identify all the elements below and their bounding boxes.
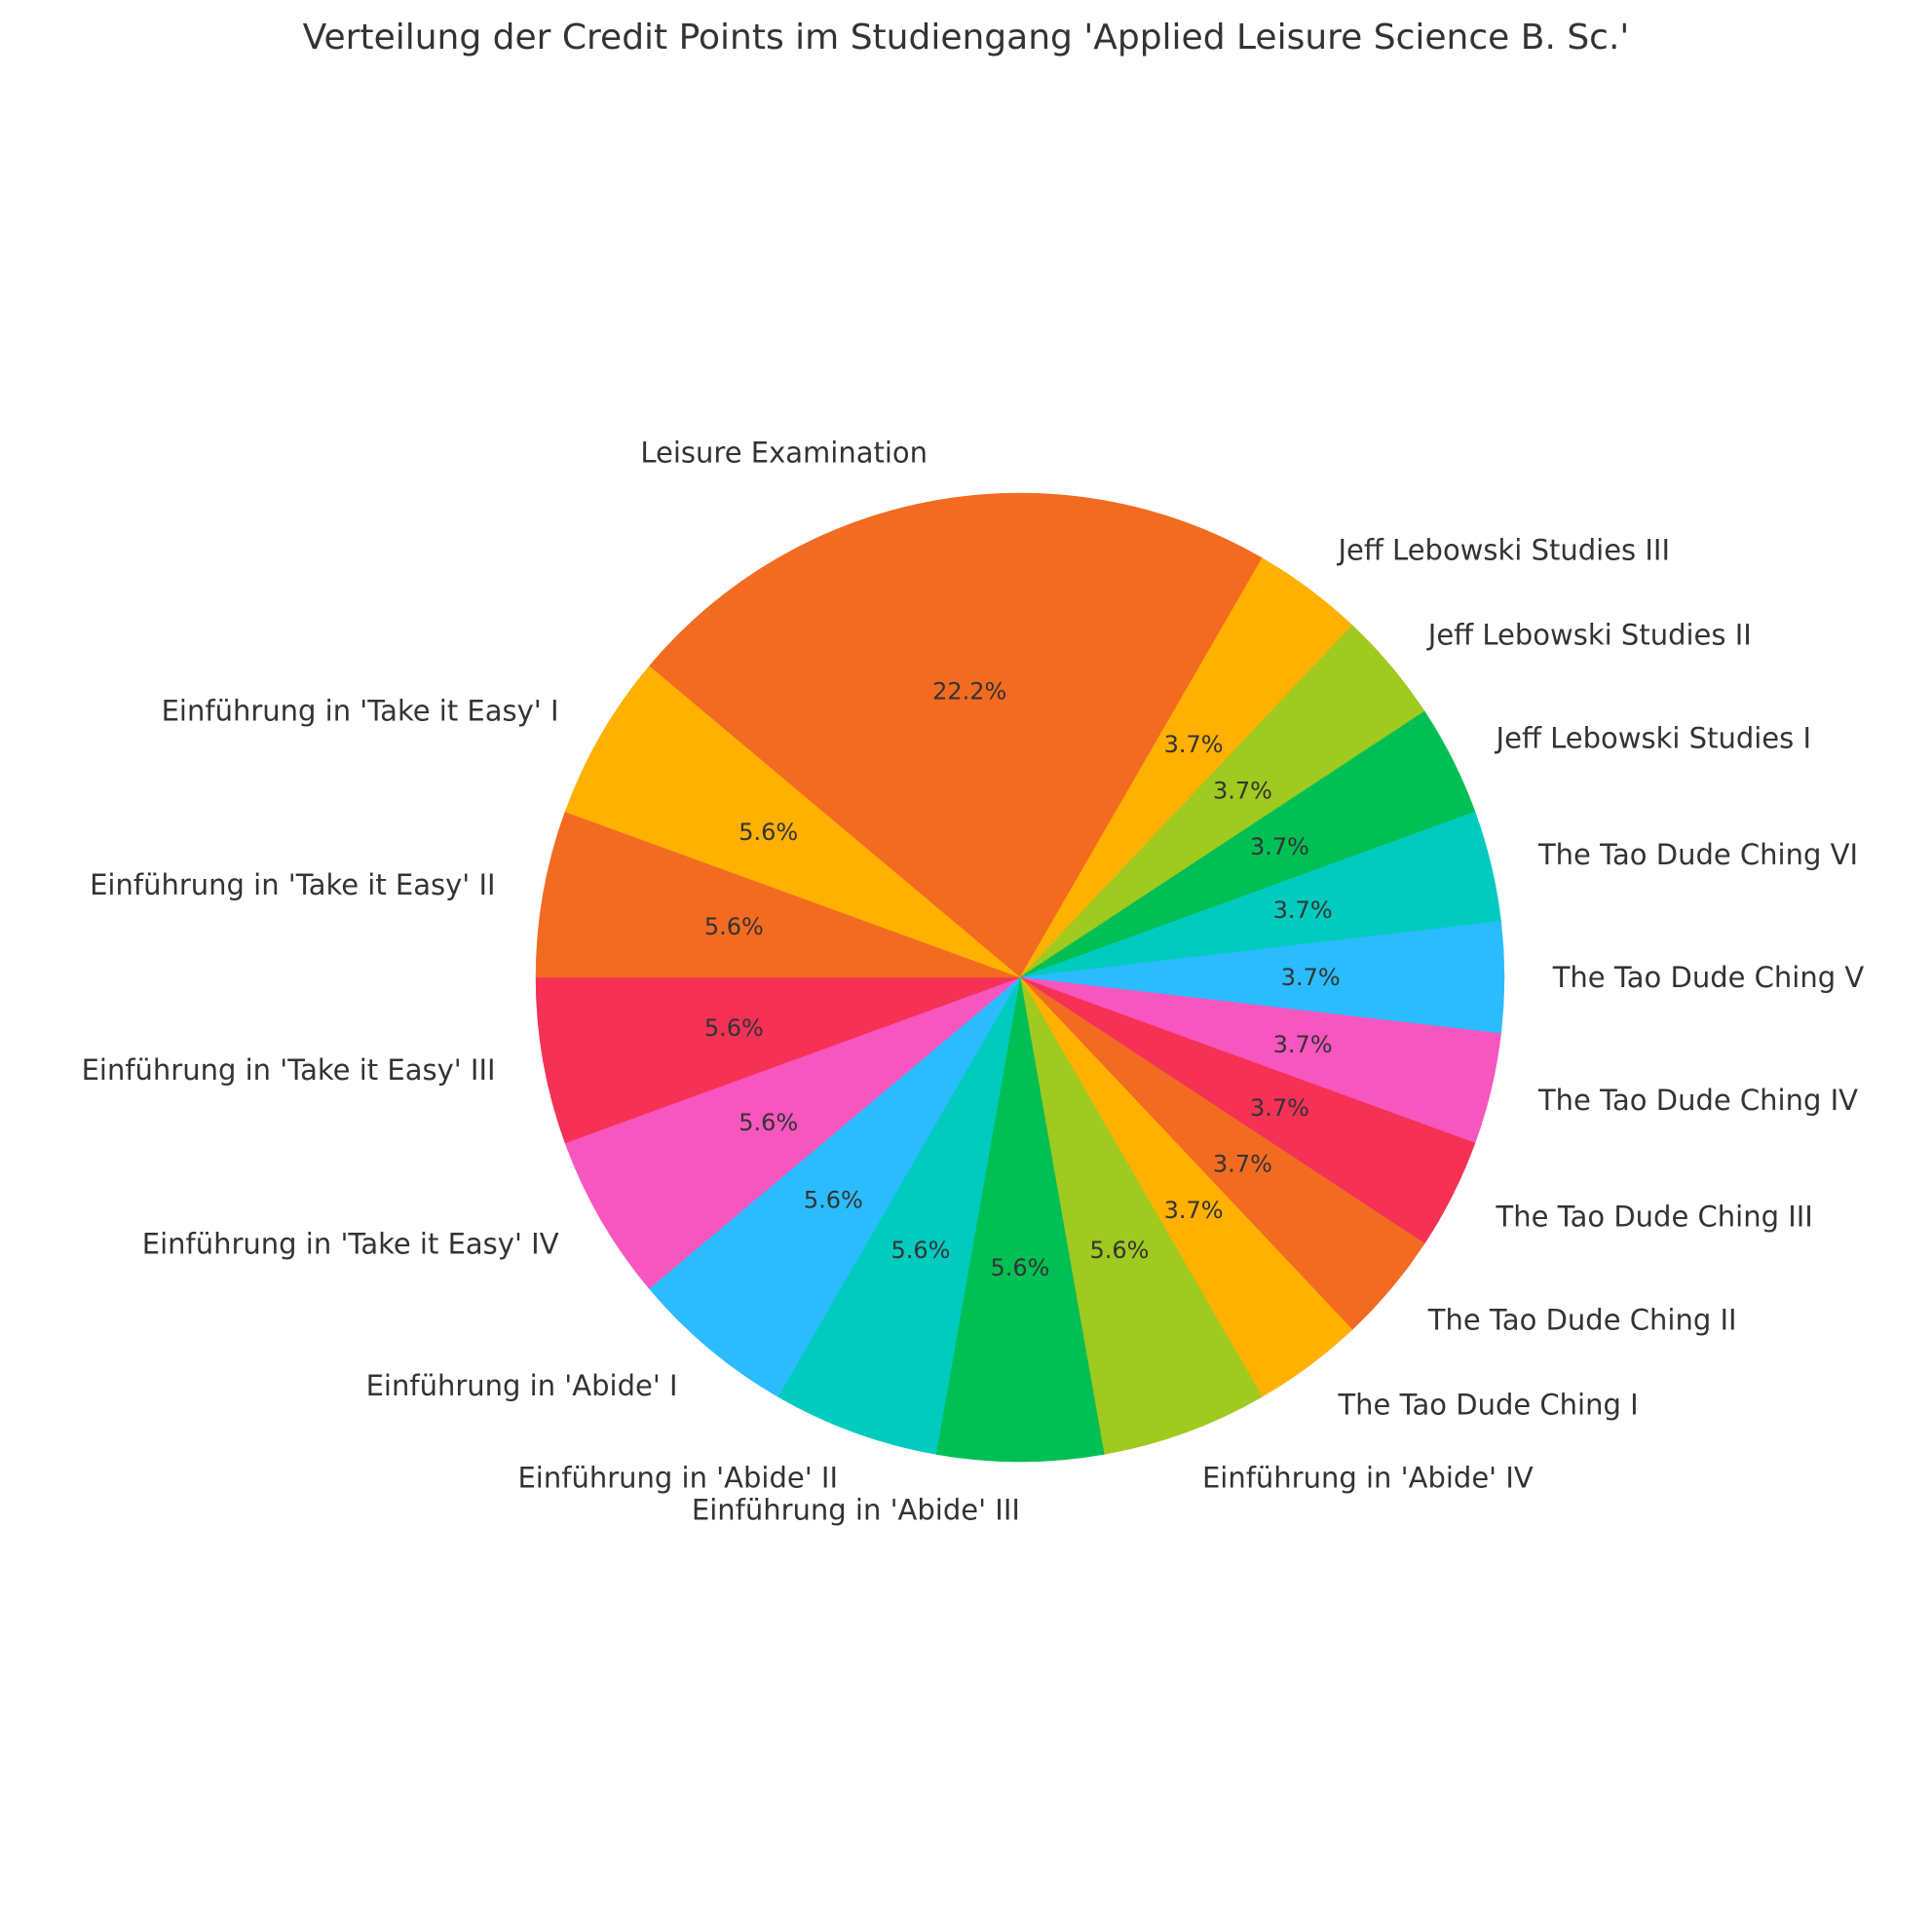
- percentage-label: 3.7%: [1273, 897, 1333, 924]
- slice-label: Einführung in 'Take it Easy' I: [162, 695, 559, 728]
- percentage-label: 3.7%: [1250, 833, 1309, 860]
- percentage-label: 5.6%: [990, 1254, 1049, 1281]
- slice-label: Einführung in 'Take it Easy' II: [90, 868, 495, 901]
- slice-label: Einführung in 'Take it Easy' III: [82, 1053, 496, 1087]
- slice-label: Leisure Examination: [640, 437, 928, 470]
- slice-label: The Tao Dude Ching V: [1552, 961, 1865, 994]
- pie-slice: [564, 976, 1021, 1289]
- percentage-label: 5.6%: [1089, 1237, 1149, 1264]
- percentage-label: 5.6%: [739, 1109, 798, 1136]
- pie-slice: [648, 492, 1263, 978]
- percentage-label: 3.7%: [1250, 1094, 1309, 1122]
- slice-label: The Tao Dude Ching III: [1496, 1200, 1813, 1233]
- pie-slice: [1019, 976, 1263, 1455]
- percentage-label: 5.6%: [704, 1014, 764, 1042]
- percentage-label: 5.6%: [804, 1186, 863, 1213]
- slice-label: The Tao Dude Ching II: [1427, 1303, 1737, 1336]
- pie-slice: [535, 976, 1021, 1144]
- slice-label: Jeff Lebowski Studies III: [1336, 533, 1670, 566]
- slice-label: Einführung in 'Take it Easy' IV: [142, 1227, 559, 1260]
- pie-slice: [777, 976, 1021, 1455]
- percentage-label: 3.7%: [1164, 1197, 1224, 1224]
- percentage-label: 3.7%: [1213, 777, 1272, 804]
- slice-label: Einführung in 'Abide' II: [517, 1462, 838, 1495]
- slice-label: Jeff Lebowski Studies II: [1426, 619, 1752, 652]
- percentage-labels: 22.2% 3.7% 3.7% 3.7% 3.7% 3.7% 3.7% 3.7% 3.7% 3.7…: [704, 677, 1341, 1281]
- percentage-label: 3.7%: [1281, 964, 1341, 991]
- slice-label: The Tao Dude Ching IV: [1537, 1084, 1858, 1117]
- pie-slices: [535, 492, 1505, 1463]
- percentage-label: 3.7%: [1213, 1151, 1272, 1178]
- percentage-label: 5.6%: [891, 1237, 951, 1264]
- percentage-label: 22.2%: [932, 677, 1006, 705]
- slice-label: The Tao Dude Ching I: [1337, 1389, 1638, 1422]
- chart-title: Verteilung der Credit Points im Studieng…: [302, 18, 1630, 57]
- pie-slice: [564, 666, 1021, 978]
- slice-label: Einführung in 'Abide' IV: [1202, 1462, 1534, 1495]
- slice-label: Einführung in 'Abide' I: [366, 1369, 678, 1402]
- slice-label: Einführung in 'Abide' III: [692, 1494, 1020, 1527]
- pie-slice: [648, 976, 1021, 1397]
- slice-label: Jeff Lebowski Studies I: [1495, 722, 1811, 755]
- pie-slice: [935, 976, 1105, 1463]
- percentage-label: 3.7%: [1273, 1031, 1333, 1058]
- slice-label: The Tao Dude Ching VI: [1537, 838, 1858, 871]
- percentage-label: 3.7%: [1164, 731, 1224, 758]
- percentage-label: 5.6%: [704, 913, 764, 940]
- percentage-label: 5.6%: [739, 819, 798, 846]
- pie-slice: [535, 811, 1021, 978]
